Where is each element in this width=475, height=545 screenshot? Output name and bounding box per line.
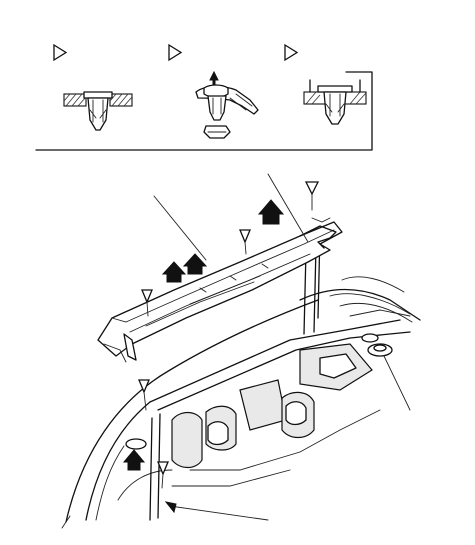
lift-arrow-icon [182,253,208,275]
engine-part [171,411,203,469]
clip-marker-triangle-icon [141,289,153,304]
fitting [125,438,147,450]
leader-line-seal [267,173,309,243]
leader-line-bottom [169,505,269,521]
inset-step-1-triangle-icon [53,43,68,62]
clip-installed-illustration [63,91,133,131]
clip-marker-triangle-icon [157,461,169,476]
leader-lines [61,173,411,529]
leader-line-fitting [383,355,411,411]
lift-arrows [122,199,285,471]
clip-detail-inset [35,43,373,151]
lift-arrow-icon [122,449,146,471]
inset-step-2-triangle-icon [168,43,183,62]
lift-arrow-icon [257,199,285,225]
leader-pointer-icon [164,501,177,514]
fender-edge [65,299,319,523]
lift-arrow-icon [161,261,187,283]
pull-up-arrow-icon [209,70,219,87]
engine-bay-background [65,231,421,523]
inset-frame [35,71,373,151]
clip-marker-triangle-icon [304,181,320,196]
clip-markers [138,181,320,489]
clip-released-illustration [303,79,367,125]
clip-marker-triangle-icon [138,379,150,394]
cowl-top-panel [97,217,343,363]
clip-removal-illustration [195,70,259,139]
leader-line-cowl [153,195,207,261]
clip-marker-triangle-icon [239,229,251,244]
support-rod [149,413,161,521]
inset-step-3-triangle-icon [284,43,299,62]
panel-tab [123,333,137,361]
